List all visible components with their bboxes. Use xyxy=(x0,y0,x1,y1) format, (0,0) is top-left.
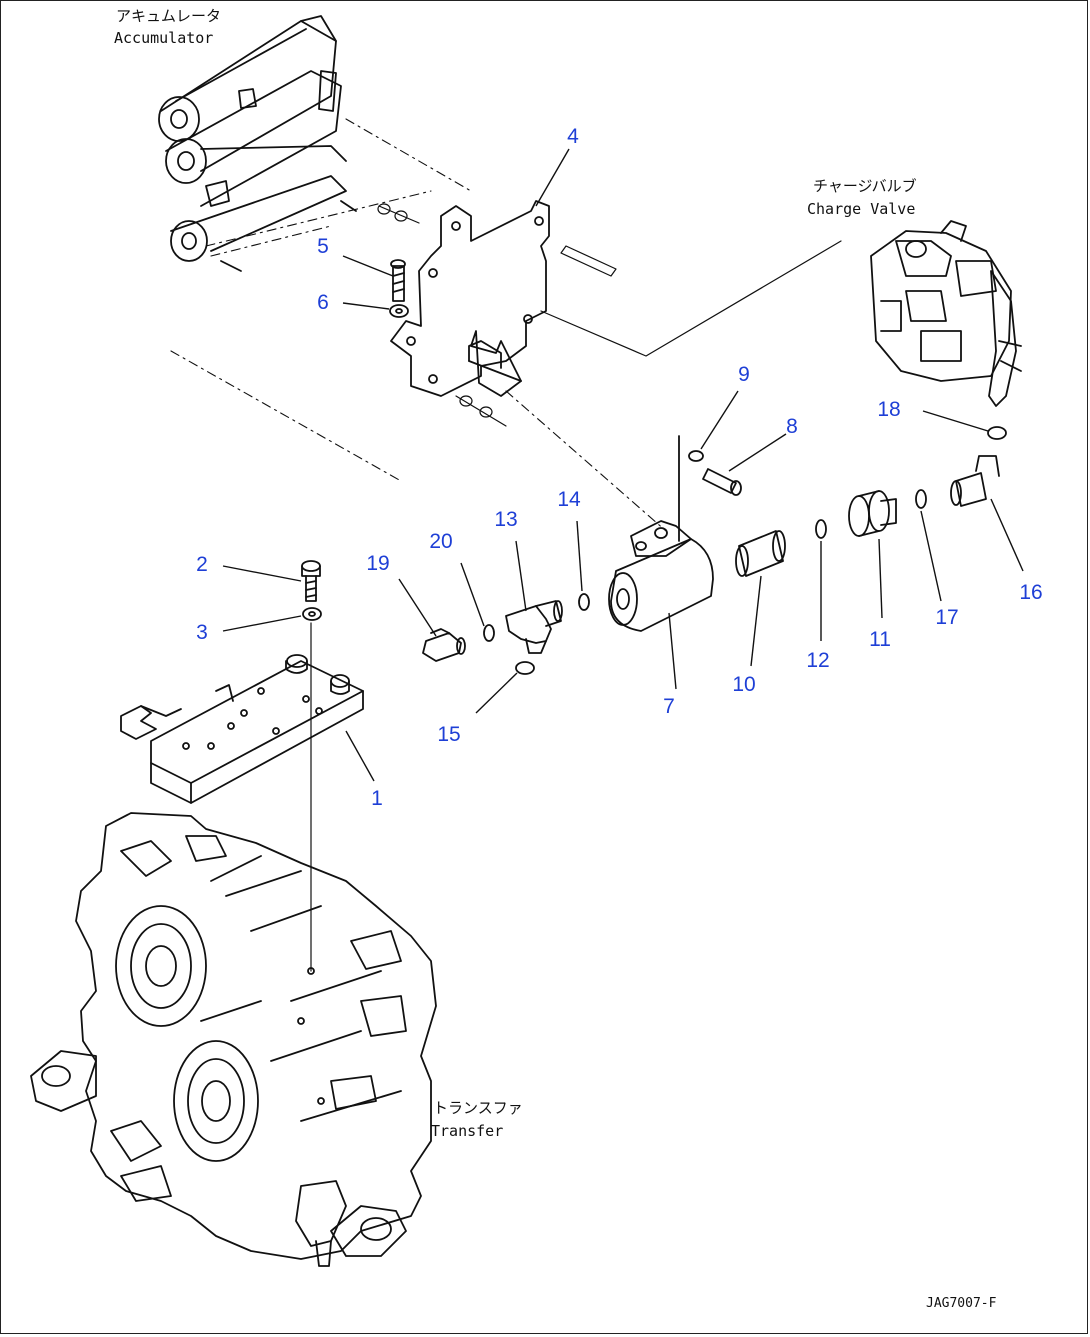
callout-8: 8 xyxy=(786,415,798,438)
callout-16: 16 xyxy=(1019,581,1042,604)
filter-10-drawing xyxy=(735,530,786,577)
callout-13: 13 xyxy=(494,508,517,531)
oring-14-drawing xyxy=(578,593,590,611)
accumulator-drawing xyxy=(158,15,357,272)
callout-12: 12 xyxy=(806,649,829,672)
charge-valve-label-en: Charge Valve xyxy=(807,200,915,218)
washer-9-drawing xyxy=(688,450,704,462)
callout-14: 14 xyxy=(557,488,581,511)
callout-20: 20 xyxy=(429,530,452,553)
connector-19-drawing xyxy=(422,628,466,662)
charge-valve-leader xyxy=(540,240,842,357)
accumulator-label-jp: アキュムレータ xyxy=(116,7,221,25)
bolt-5-drawing xyxy=(390,259,406,302)
charge-valve-label-jp: チャージバルブ xyxy=(813,177,917,195)
accumulator-label-en: Accumulator xyxy=(114,29,213,47)
callout-7: 7 xyxy=(663,695,675,718)
oring-17-drawing xyxy=(915,489,927,509)
oring-20-drawing xyxy=(483,624,495,642)
transfer-label-en: Transfer xyxy=(431,1122,503,1140)
callout-leaders xyxy=(222,148,1024,782)
callout-2: 2 xyxy=(196,553,208,576)
callout-5: 5 xyxy=(317,235,329,258)
bracket-plate-drawing xyxy=(390,200,550,397)
oring-12-drawing xyxy=(815,519,827,539)
callout-10: 10 xyxy=(732,673,755,696)
callout-15: 15 xyxy=(437,723,460,746)
elbow-13-drawing xyxy=(505,600,563,654)
washer-3-drawing xyxy=(302,607,322,621)
oring-15-drawing xyxy=(515,661,535,675)
bolt-8-drawing xyxy=(702,468,742,496)
callout-1: 1 xyxy=(371,787,383,810)
bracket-bolt-ghosts xyxy=(377,203,617,427)
callout-6: 6 xyxy=(317,291,329,314)
callout-17: 17 xyxy=(935,606,958,629)
assembly-lines xyxy=(170,118,667,532)
washer-6-drawing xyxy=(389,304,409,318)
callout-9: 9 xyxy=(738,363,750,386)
transfer-label-jp: トランスファ xyxy=(433,1099,523,1117)
plug-11-drawing xyxy=(848,490,897,537)
oring-18-drawing xyxy=(987,426,1007,440)
callout-18: 18 xyxy=(877,398,900,421)
callout-11: 11 xyxy=(869,628,891,651)
elbow-16-drawing xyxy=(950,455,1000,507)
valve-7-drawing xyxy=(608,435,714,632)
callout-19: 19 xyxy=(366,552,389,575)
charge-valve-drawing xyxy=(870,220,1022,407)
callout-3: 3 xyxy=(196,621,208,644)
bolt-2-drawing xyxy=(301,560,321,602)
plate-1-drawing xyxy=(120,654,364,804)
transfer-drawing xyxy=(30,812,437,1267)
callout-4: 4 xyxy=(567,125,579,148)
drawing-code: JAG7007-F xyxy=(926,1296,997,1311)
